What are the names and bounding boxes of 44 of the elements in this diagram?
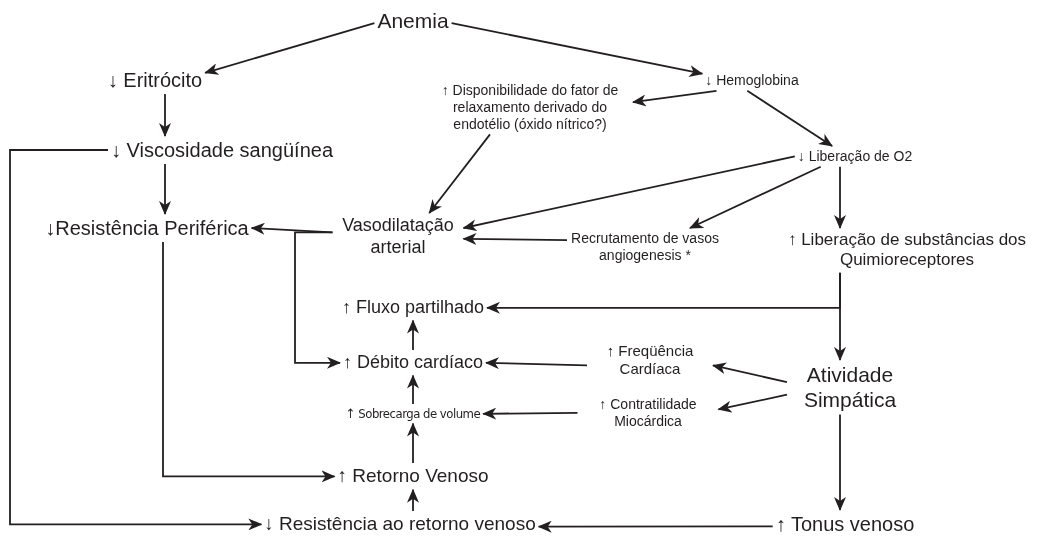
node-label: ↑ Liberação de substâncias dos Quimioreceptores — [772, 230, 1042, 271]
arrow — [486, 271, 841, 314]
node-label: ↓ Liberação de O2 — [797, 148, 913, 165]
arrow — [462, 155, 796, 232]
arrow — [159, 93, 171, 137]
node-label: ↑ Retorno Venoso — [337, 465, 489, 488]
node-label: Atividade Simpática — [790, 362, 910, 413]
node-label: ↓Resistência Periférica — [45, 216, 249, 240]
arrow — [407, 422, 419, 464]
arrow — [689, 165, 822, 229]
node-label: ↑ Disponibilidade do fator de relaxamento derivado do endotélio (óxido nítrico?) — [430, 82, 630, 133]
arrow — [450, 22, 704, 77]
arrow — [462, 232, 568, 245]
arrow — [407, 374, 419, 405]
arrow — [717, 393, 788, 413]
arrow — [485, 357, 588, 370]
arrow — [834, 165, 846, 229]
arrow — [712, 362, 788, 383]
node-label: ↑ Débito cardíaco — [342, 352, 484, 374]
arrow — [204, 22, 376, 75]
node-label: ↓ Resistência ao retorno venoso — [264, 513, 536, 536]
node-label: ↓ Eritrócito — [107, 68, 203, 92]
node-label: Recrutamento de vasos angiogenesis * — [570, 230, 720, 264]
node-label: ↑ Freqüência Cardíaca — [590, 342, 710, 378]
arrow — [162, 241, 336, 483]
node-label: ↑ Contratilidade Miocárdica — [580, 396, 716, 430]
arrow — [632, 89, 718, 107]
node-label: ↓ Hemoglobina — [705, 72, 799, 89]
node-label: Anemia — [377, 8, 449, 34]
arrow — [9, 149, 263, 531]
arrow — [746, 89, 833, 147]
arrow — [428, 133, 491, 214]
arrow — [294, 231, 341, 369]
arrow — [537, 520, 774, 533]
node-label: ↓ Viscosidade sangüínea — [111, 138, 333, 162]
arrow — [159, 163, 171, 215]
arrow — [834, 413, 846, 511]
node-label: ↑ Tonus venoso — [775, 512, 915, 536]
node-label: ↑ Fluxo partilhado — [341, 297, 485, 319]
arrow — [482, 407, 579, 420]
node-label: Vasodilatação arterial — [335, 215, 461, 259]
arrow — [407, 488, 419, 512]
node-label: ↑ Sobrecarga de volume — [345, 406, 481, 422]
arrow — [407, 319, 419, 351]
